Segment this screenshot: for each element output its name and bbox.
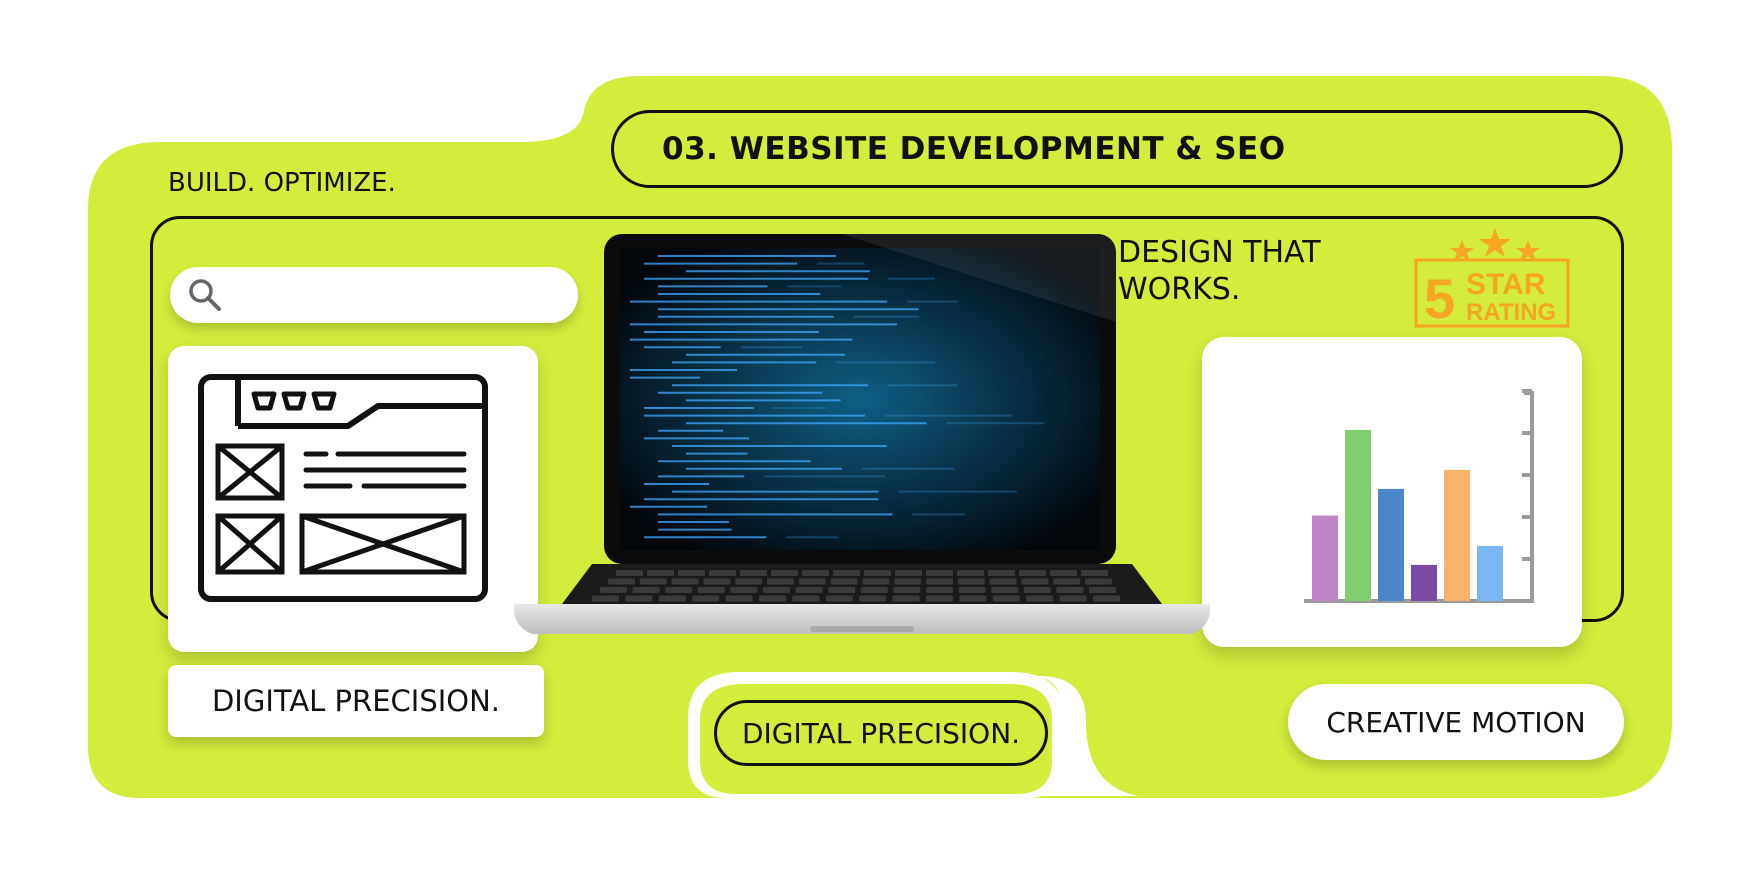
keyboard-key [1081,570,1108,576]
keyboard-key [1053,578,1081,585]
keyboard-key [725,595,753,602]
keyboard-key [959,595,987,602]
keyboard-key [864,570,891,576]
keyboard-key [592,595,619,602]
digital-precision-label: DIGITAL PRECISION. [211,684,501,718]
keyboard-key [992,595,1020,602]
keyboard-key [678,570,705,576]
bar-icon-bar [1378,488,1404,601]
keyboard-key [795,587,823,593]
keyboard-key [860,587,888,593]
chart-card [1202,337,1582,647]
keyboard-key [1093,595,1120,602]
keyboard-key [600,587,627,593]
creative-motion-label: CREATIVE MOTION [1326,705,1586,739]
keyboard-key [735,578,763,585]
keyboard-key [1059,595,1087,602]
keyboard-key [926,570,953,576]
digital-precision-button[interactable]: DIGITAL PRECISION. [168,665,544,737]
keyboard-key [989,578,1017,585]
keyboard-key [957,570,984,576]
bar-icon-bar [1312,515,1338,601]
keyboard-key [665,587,693,593]
keyboard-key [958,587,986,593]
browser-wireframe-icon [198,374,488,602]
keyboard-key [692,595,720,602]
keyboard-key [759,595,786,602]
keyboard-key [616,570,643,576]
rating-number: 5 [1424,267,1455,330]
keyboard-key [740,570,767,576]
keyboard-key [730,587,758,593]
keyboard-key [926,578,953,585]
keyboard-key [802,570,829,576]
digital-precision-pill[interactable]: DIGITAL PRECISION. [714,700,1048,766]
keyboard-key [833,570,860,576]
rating-word-star: STAR [1466,268,1546,301]
keyboard-key [895,570,922,576]
bar-icon-bar [1444,469,1470,601]
section-title: 03. WEBSITE DEVELOPMENT & SEO [662,131,1286,167]
keyboard-key [859,595,887,602]
bar-icon-bar [1477,545,1503,601]
keyboard-key [988,570,1015,576]
keyboard-key [632,587,660,593]
keyboard-key [771,570,798,576]
keyboard-key [792,595,820,602]
five-star-rating-badge: 5 STAR RATING [1414,228,1570,330]
keyboard-key [957,578,985,585]
keyboard-key [862,578,890,585]
design-that-works-tagline: DESIGN THAT WORKS. [1118,235,1321,307]
keyboard-key [1050,570,1077,576]
build-optimize-tagline: BUILD. OPTIMIZE. [168,168,396,198]
wireframe-card [168,346,538,652]
keyboard-key [1085,578,1112,585]
laptop-icon [513,234,1211,634]
bar-chart-icon [1304,389,1534,603]
keyboard-key [608,578,635,585]
keyboard-key [830,578,858,585]
keyboard-key [798,578,826,585]
keyboard-key [1021,578,1049,585]
section-title-pill: 03. WEBSITE DEVELOPMENT & SEO [611,110,1623,188]
rating-word-rating: RATING [1466,299,1556,326]
keyboard-key [625,595,653,602]
keyboard-key [894,578,922,585]
keyboard-key [1023,587,1051,593]
keyboard-key [709,570,736,576]
keyboard-key [828,587,856,593]
keyboard-key [1019,570,1046,576]
keyboard-key [697,587,725,593]
keyboard-key [639,578,667,585]
keyboard-key [893,587,921,593]
digital-precision-pill-label: DIGITAL PRECISION. [741,716,1021,750]
keyboard-key [825,595,853,602]
search-icon [189,279,221,311]
keyboard-key [1056,587,1084,593]
keyboard-key [1089,587,1116,593]
keyboard-key [926,587,953,593]
keyboard-key [703,578,731,585]
keyboard-key [763,587,790,593]
bar-icon-bar [1411,564,1437,601]
search-bar[interactable] [170,267,578,323]
bar-icon-bar [1345,430,1371,601]
keyboard-key [658,595,686,602]
keyboard-key [671,578,699,585]
keyboard-key [647,570,674,576]
keyboard-key [767,578,794,585]
keyboard-key [892,595,920,602]
keyboard-key [1026,595,1054,602]
keyboard-key [926,595,953,602]
creative-motion-button[interactable]: CREATIVE MOTION [1288,684,1624,760]
keyboard-key [991,587,1019,593]
